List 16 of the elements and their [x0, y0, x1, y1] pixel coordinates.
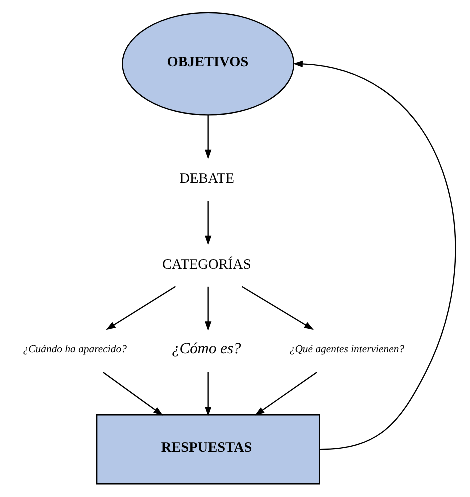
arrow	[205, 372, 212, 417]
node-text: DEBATE	[180, 171, 234, 188]
arrow	[106, 286, 176, 330]
node-ellipse: OBJETIVOS	[122, 12, 295, 116]
arrow	[102, 372, 164, 416]
arrow	[293, 60, 456, 450]
arrow	[242, 286, 314, 330]
arrow	[205, 115, 212, 160]
node-box: RESPUESTAS	[96, 414, 320, 485]
arrow	[205, 201, 212, 246]
arrow	[255, 372, 318, 416]
node-text: CATEGORÍAS	[162, 256, 252, 273]
node-text: ¿Cómo es?	[172, 340, 242, 358]
arrow	[205, 286, 212, 332]
node-text: ¿Cuándo ha aparecido?	[23, 343, 127, 356]
node-text: ¿Qué agentes intervienen?	[290, 343, 405, 356]
